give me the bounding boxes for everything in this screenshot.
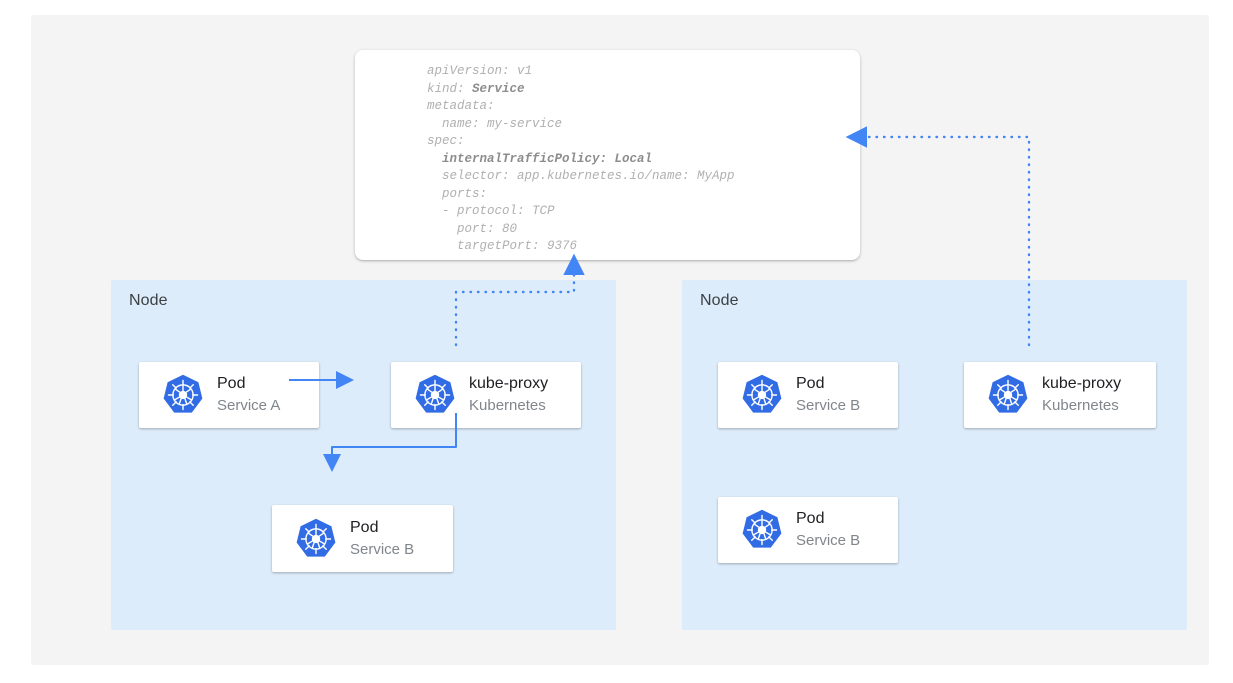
kubernetes-icon	[413, 373, 457, 417]
card-title: Pod	[796, 510, 825, 527]
yaml-line-spec: spec:	[427, 134, 465, 148]
node-panel-left: Node	[111, 280, 616, 630]
yaml-line-selector: selector: app.kubernetes.io/name: MyApp	[427, 169, 735, 183]
kubernetes-icon	[294, 517, 338, 561]
service-manifest-code: apiVersion: v1 kind: Service metadata: n…	[427, 63, 735, 256]
yaml-line-kind: kind: Service	[427, 81, 525, 96]
card-text: Pod Service B	[796, 509, 860, 551]
card-text: Pod Service B	[350, 518, 414, 560]
kubernetes-icon	[740, 508, 784, 552]
yaml-line-internaltrafficpolicy: internalTrafficPolicy: Local	[427, 151, 653, 166]
card-text: Pod Service A	[217, 374, 280, 416]
yaml-line-targetport: targetPort: 9376	[427, 239, 578, 253]
card-pod-service-b-right-top[interactable]: Pod Service B	[718, 362, 898, 428]
kubernetes-icon	[740, 373, 784, 417]
node-label-right: Node	[700, 292, 739, 309]
card-text: kube-proxy Kubernetes	[469, 374, 548, 416]
card-subtitle: Kubernetes	[469, 397, 546, 414]
card-kube-proxy-right[interactable]: kube-proxy Kubernetes	[964, 362, 1156, 428]
card-pod-service-a[interactable]: Pod Service A	[139, 362, 319, 428]
card-subtitle: Kubernetes	[1042, 397, 1119, 414]
card-title: kube-proxy	[469, 375, 549, 392]
card-title: Pod	[796, 375, 825, 392]
card-kube-proxy-left[interactable]: kube-proxy Kubernetes	[391, 362, 581, 428]
yaml-line-protocol: - protocol: TCP	[427, 204, 555, 218]
kubernetes-icon	[986, 373, 1030, 417]
yaml-line-name: name: my-service	[427, 116, 563, 131]
card-title: Pod	[350, 518, 379, 536]
diagram-canvas: apiVersion: v1 kind: Service metadata: n…	[31, 15, 1209, 665]
yaml-line-port: port: 80	[427, 221, 518, 236]
kubernetes-icon	[161, 373, 205, 417]
card-pod-service-b-right-bottom[interactable]: Pod Service B	[718, 497, 898, 563]
card-title: Pod	[217, 375, 246, 392]
yaml-line-apiversion: apiVersion: v1	[427, 64, 533, 78]
card-text: Pod Service B	[796, 374, 860, 416]
card-subtitle: Service B	[350, 540, 415, 558]
card-text: kube-proxy Kubernetes	[1042, 374, 1121, 416]
yaml-line-ports: ports:	[427, 186, 488, 201]
service-manifest-card: apiVersion: v1 kind: Service metadata: n…	[355, 50, 860, 260]
node-label-left: Node	[129, 292, 168, 309]
card-subtitle: Service B	[796, 532, 861, 549]
card-pod-service-b-left[interactable]: Pod Service B	[272, 505, 453, 572]
yaml-line-metadata: metadata:	[427, 99, 495, 113]
card-title: kube-proxy	[1042, 375, 1122, 392]
node-panel-right: Node	[682, 280, 1187, 630]
card-subtitle: Service A	[217, 397, 281, 414]
card-subtitle: Service B	[796, 397, 861, 414]
